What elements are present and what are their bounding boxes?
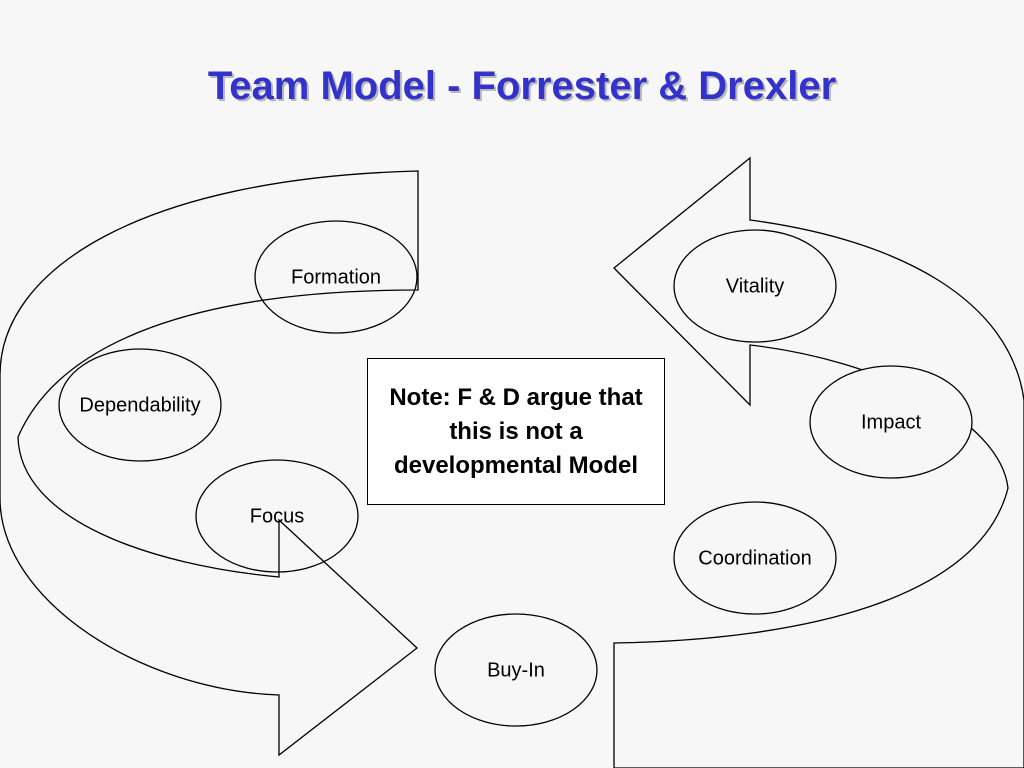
buy-in-label: Buy-In [487, 659, 545, 681]
slide-title: Team Model - Forrester & Drexler [207, 64, 837, 108]
formation-ellipse [254, 220, 418, 334]
impact-label: Impact [861, 411, 921, 433]
vitality-ellipse [673, 229, 837, 343]
left-curved-arrow [0, 170, 419, 757]
vitality-label: Vitality [726, 275, 785, 297]
dependability-ellipse [58, 348, 222, 462]
note-box: Note: F & D argue that this is not a dev… [367, 358, 665, 505]
buy-in-ellipse [434, 613, 598, 727]
focus-ellipse [195, 459, 359, 573]
formation-label: Formation [291, 266, 381, 288]
focus-label: Focus [250, 505, 304, 527]
right-curved-arrow [613, 156, 1024, 768]
impact-ellipse [809, 365, 973, 479]
dependability-label: Dependability [79, 394, 200, 416]
coordination-label: Coordination [698, 547, 811, 569]
coordination-ellipse [673, 501, 837, 615]
